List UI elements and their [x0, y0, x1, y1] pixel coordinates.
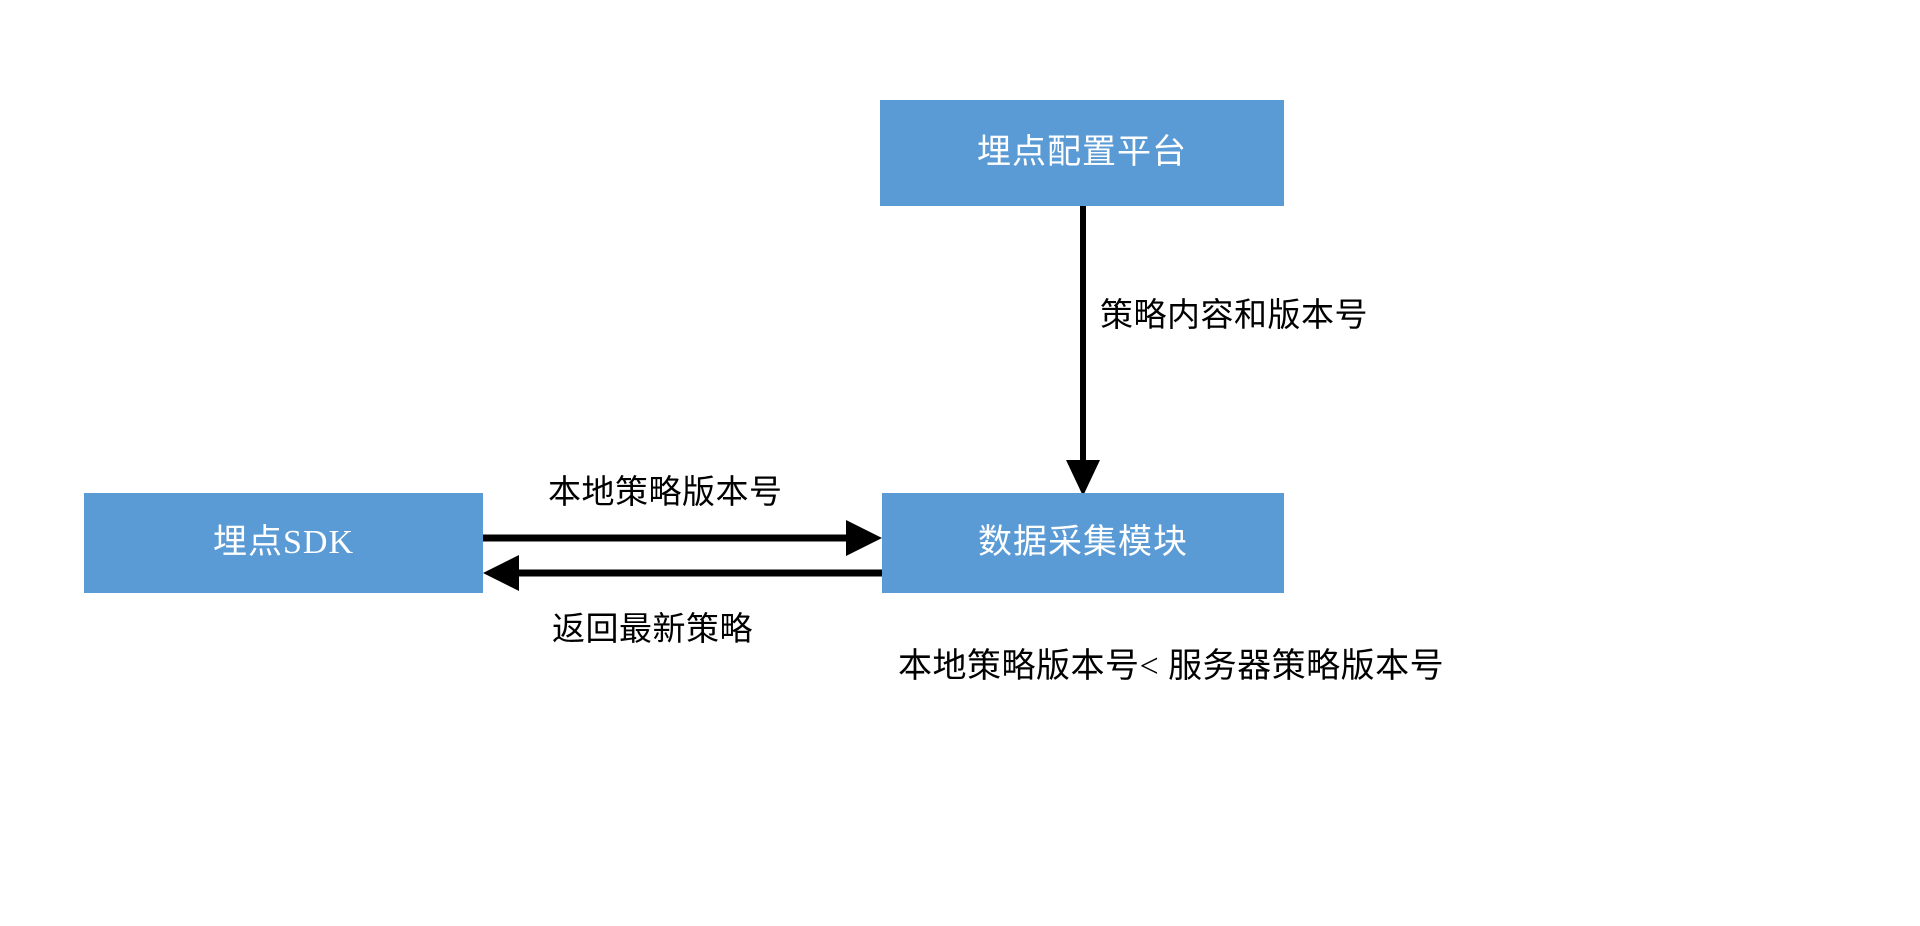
node-tracking-config-platform-label: 埋点配置平台: [977, 133, 1187, 171]
node-tracking-sdk[interactable]: 埋点SDK: [84, 493, 483, 593]
arrow-head-right-icon: [846, 520, 882, 556]
edge-label-policy-content-and-version: 策略内容和版本号: [1100, 298, 1368, 334]
edge-sdk-to-collector: [483, 520, 882, 556]
caption-version-comparison: 本地策略版本号< 服务器策略版本号: [898, 648, 1445, 685]
arrow-head-down-icon: [1066, 460, 1100, 496]
edge-collector-to-sdk: [483, 555, 882, 591]
node-tracking-sdk-label: 埋点SDK: [212, 523, 355, 561]
edge-platform-to-collector: [1066, 206, 1100, 496]
node-data-collection-module-label: 数据采集模块: [978, 523, 1188, 561]
node-data-collection-module[interactable]: 数据采集模块: [882, 493, 1284, 593]
arrow-head-left-icon: [483, 555, 519, 591]
edge-label-return-latest-policy: 返回最新策略: [552, 612, 753, 648]
node-tracking-config-platform[interactable]: 埋点配置平台: [880, 100, 1284, 206]
edge-label-local-policy-version: 本地策略版本号: [548, 475, 783, 511]
